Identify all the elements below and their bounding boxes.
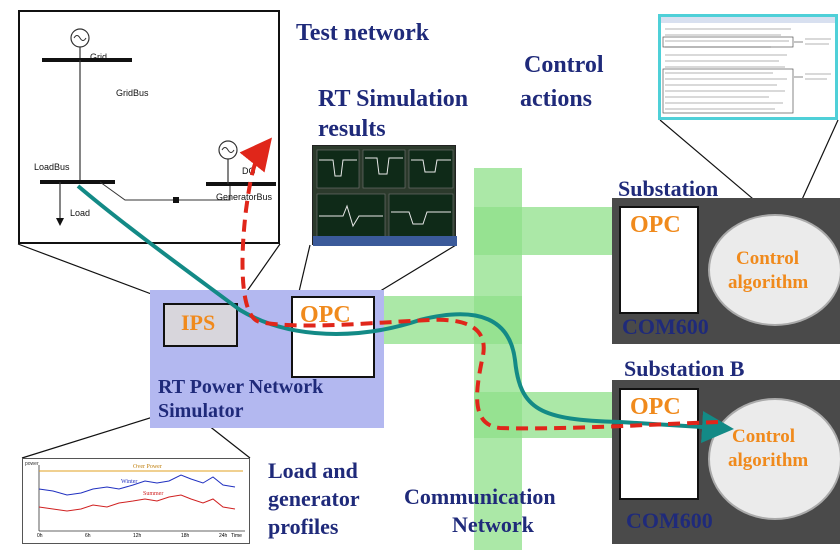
opc-b-label: OPC: [630, 394, 681, 420]
profiles-xtick-2: 12h: [133, 533, 142, 539]
profiles-xtick-3: 18h: [181, 533, 190, 539]
substation-b-label: Substation B: [624, 356, 745, 381]
test-network-diagram: Grid GridBus LoadBus Load DG GeneratorBu…: [18, 10, 280, 244]
ips-box: [163, 303, 238, 347]
label-gridbus: GridBus: [116, 88, 149, 98]
substation-a-label: Substation: [618, 176, 719, 201]
label-load: Load: [70, 208, 91, 218]
profiles-y-label: power: [25, 461, 39, 467]
control-actions-label-1: Control: [524, 52, 604, 78]
label-loadbus: LoadBus: [34, 162, 70, 172]
profiles-xtick-0: 0h: [37, 533, 43, 539]
grid-wave-icon: [73, 35, 87, 41]
profiles-legend-top: Over Power: [133, 464, 162, 470]
line-generator-link: [179, 184, 231, 201]
com600-a-label: COM600: [622, 314, 709, 339]
dg-wave-icon: [221, 147, 235, 153]
simulation-traces: [313, 149, 457, 246]
line-to-generator: [99, 181, 175, 201]
control-a-label-1: Control: [736, 248, 799, 269]
control-actions-label-2: actions: [520, 86, 592, 112]
control-window-content: [661, 17, 835, 114]
opc-a-label: OPC: [630, 212, 681, 238]
control-a-ellipse: [708, 214, 840, 326]
load-gen-label-1: Load and: [268, 458, 358, 483]
control-actions-screenshot: [658, 14, 838, 120]
network-schematic: [40, 28, 276, 226]
profiles-xtick-1: 6h: [85, 533, 91, 539]
measurement-flow-path: [76, 184, 734, 443]
rt-sim-results-label-2: results: [318, 116, 386, 142]
profiles-x-unit: Time: [231, 533, 242, 539]
profiles-series-winter: Winter: [121, 479, 138, 485]
opc-sim-box: [291, 296, 375, 378]
control-flow-path: [239, 137, 719, 431]
opc-b-box: [619, 388, 699, 500]
com600-b-label: COM600: [626, 508, 713, 533]
ips-label: IPS: [181, 310, 216, 335]
profiles-series-summer: Summer: [143, 491, 164, 497]
rt-power-label-2: Simulator: [158, 400, 244, 422]
test-network-label: Test network: [296, 20, 430, 46]
comm-band-bottom: [474, 392, 616, 438]
control-b-label-1: Control: [732, 426, 795, 447]
control-b-label-2: algorithm: [728, 450, 809, 471]
control-a-label-2: algorithm: [728, 272, 809, 293]
comm-band-top: [474, 207, 616, 255]
comm-network-label-2: Network: [452, 512, 534, 537]
label-grid: Grid: [90, 52, 108, 62]
comm-network-label-1: Communication: [404, 484, 556, 509]
profiles-plot: [38, 465, 245, 532]
rt-power-label-1: RT Power Network: [158, 376, 324, 398]
load-gen-label-2: generator: [268, 486, 360, 511]
rt-simulation-screenshot: [312, 145, 457, 246]
load-arrow-icon: [56, 218, 64, 226]
rt-sim-results-label-1: RT Simulation: [318, 86, 469, 112]
opc-a-box: [619, 206, 699, 314]
profiles-xtick-4: 24h: [219, 533, 228, 539]
load-gen-label-3: profiles: [268, 514, 339, 539]
label-generatorbus: GeneratorBus: [216, 192, 273, 202]
profiles-chart: power Over Power Winter Summer 0h 6h 12h…: [22, 458, 250, 544]
breaker-icon: [173, 197, 179, 203]
